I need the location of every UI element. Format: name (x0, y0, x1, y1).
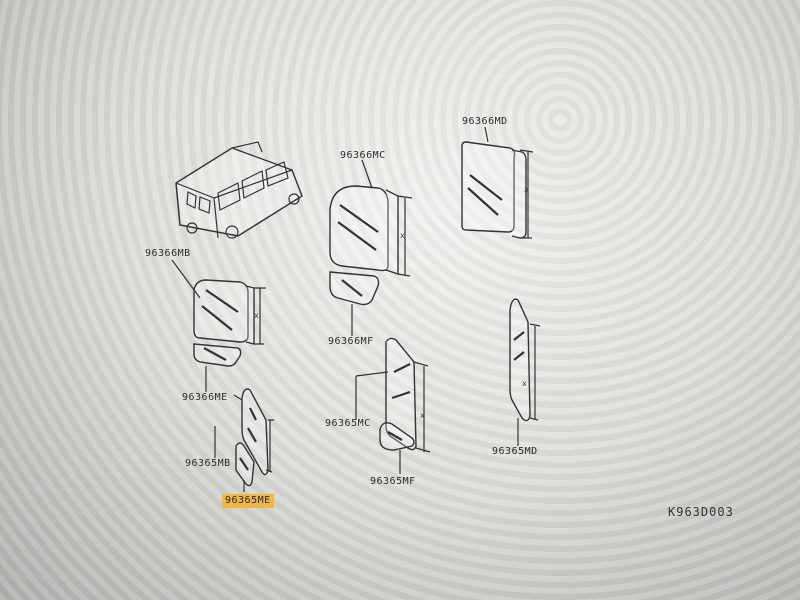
window-96366MC[interactable] (329, 185, 413, 306)
window-96365MD[interactable] (509, 298, 541, 422)
window-96365MB[interactable] (241, 388, 274, 476)
leader-lines (171, 126, 519, 492)
dim-mark-365mc: x (420, 411, 425, 420)
dim-mark-mb: x (254, 311, 259, 320)
label-96366MF[interactable]: 96366MF (328, 336, 374, 347)
label-96365MC[interactable]: 96365MC (325, 418, 371, 429)
label-96365MD[interactable]: 96365MD (492, 446, 538, 457)
window-96365ME[interactable] (235, 442, 255, 487)
window-96365MC[interactable] (385, 337, 431, 453)
figure-code: K963D003 (668, 505, 734, 519)
dimension-marks: x x x x x (254, 185, 529, 420)
dim-mark-md: x (524, 185, 529, 194)
label-96365ME-highlighted[interactable]: 96365ME (222, 494, 274, 508)
label-96366ME[interactable]: 96366ME (182, 392, 228, 403)
label-96366MB[interactable]: 96366MB (145, 248, 191, 259)
window-96365MF[interactable] (379, 422, 415, 451)
window-96366MB[interactable] (193, 279, 266, 367)
van-illustration (175, 141, 303, 239)
window-96366MD[interactable] (461, 141, 534, 239)
label-96365MF[interactable]: 96365MF (370, 476, 416, 487)
label-96365MB[interactable]: 96365MB (185, 458, 231, 469)
dim-mark-365md: x (522, 379, 527, 388)
dim-mark-mc: x (400, 231, 405, 240)
label-96366MC[interactable]: 96366MC (340, 150, 386, 161)
label-96366MD[interactable]: 96366MD (462, 116, 508, 127)
